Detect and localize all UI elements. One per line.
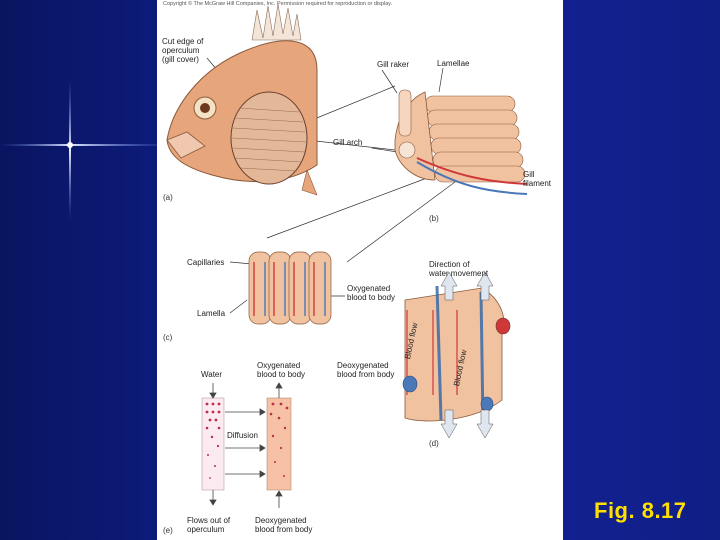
gill-arch-illustration <box>395 90 527 194</box>
label-capillaries: Capillaries <box>187 258 224 267</box>
panel-label-a: (a) <box>163 193 173 202</box>
lamella-closeup-illustration <box>403 272 510 438</box>
label-cut-edge: Cut edge of operculum (gill cover) <box>162 37 203 64</box>
fish-head-illustration <box>167 4 317 195</box>
label-oxygenated-blood-e: Oxygenated blood to body <box>257 361 305 379</box>
label-gill-filament: Gill filament <box>523 170 551 188</box>
label-flows-out: Flows out of operculum <box>187 516 230 534</box>
panel-label-b: (b) <box>429 214 439 223</box>
panel-label-c: (c) <box>163 333 172 342</box>
label-lamellae: Lamellae <box>437 59 469 68</box>
sparkle-decoration <box>0 80 157 220</box>
label-gill-arch: Gill arch <box>333 138 362 147</box>
label-water: Water <box>201 370 222 379</box>
label-deoxygenated-from-e: Deoxygenated blood from body <box>255 516 312 534</box>
lamellae-illustration <box>249 252 331 324</box>
panel-label-d: (d) <box>429 439 439 448</box>
label-gill-raker: Gill raker <box>377 60 409 69</box>
label-diffusion: Diffusion <box>227 431 258 440</box>
gill-diagram <box>157 0 563 540</box>
figure-caption: Fig. 8.17 <box>594 498 687 524</box>
countercurrent-illustration <box>202 383 291 508</box>
label-direction-water: Direction of water movement <box>429 260 488 278</box>
label-oxygenated-blood-c: Oxygenated blood to body <box>347 284 395 302</box>
label-deoxygenated-from-d: Deoxygenated blood from body <box>337 361 394 379</box>
panel-label-e: (e) <box>163 526 173 535</box>
label-lamella: Lamella <box>197 309 225 318</box>
figure-panel: Copyright © The McGraw Hill Companies, I… <box>157 0 563 540</box>
